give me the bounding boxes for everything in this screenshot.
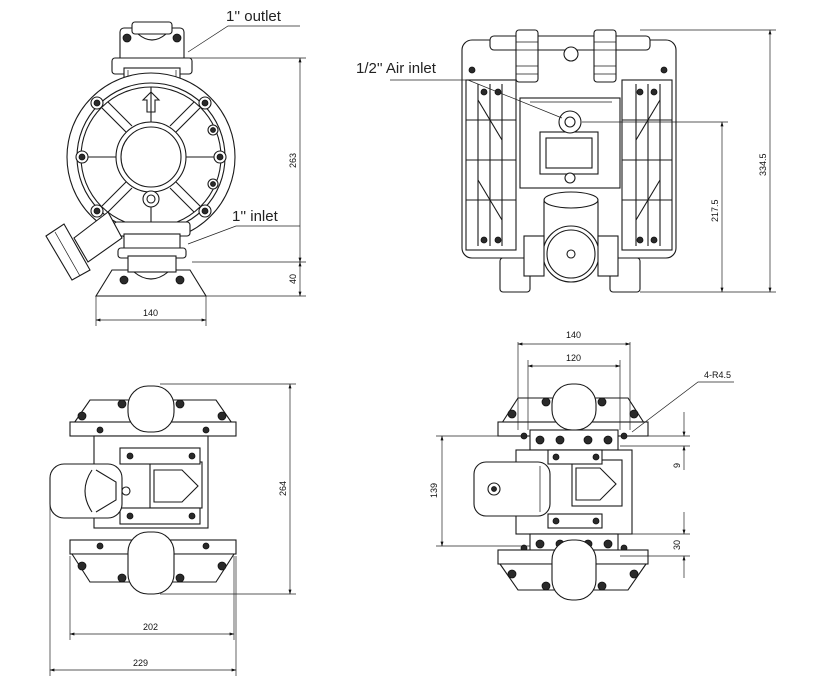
side-height-dim: 334.5 bbox=[758, 153, 768, 176]
top-view: 264 202 229 bbox=[49, 383, 296, 676]
bottom-small-dim: 9 bbox=[672, 463, 682, 468]
inlet-callout: 1'' inlet bbox=[232, 208, 279, 225]
front-view: 1'' outlet 1'' inlet 263 40 140 bbox=[45, 8, 306, 326]
top-width2-dim: 229 bbox=[133, 658, 148, 668]
bottom-view: 140 120 4-R4.5 139 9 30 bbox=[429, 330, 734, 601]
hole-callout: 4-R4.5 bbox=[704, 370, 731, 380]
air-inlet-callout: 1/2'' Air inlet bbox=[356, 60, 437, 77]
bottom-height-dim: 139 bbox=[429, 483, 439, 498]
top-height-dim: 264 bbox=[278, 481, 288, 496]
side-view: 1/2'' Air inlet 334.5 217.5 bbox=[356, 29, 776, 293]
bottom-30-dim: 30 bbox=[672, 540, 682, 550]
side-air-dim: 217.5 bbox=[710, 199, 720, 222]
bottom-width2-dim: 120 bbox=[566, 353, 581, 363]
outlet-callout: 1'' outlet bbox=[226, 8, 282, 25]
top-width1-dim: 202 bbox=[143, 622, 158, 632]
front-height-dim: 263 bbox=[288, 153, 298, 168]
front-base-dim: 40 bbox=[288, 274, 298, 284]
front-width-dim: 140 bbox=[143, 308, 158, 318]
bottom-width1-dim: 140 bbox=[566, 330, 581, 340]
